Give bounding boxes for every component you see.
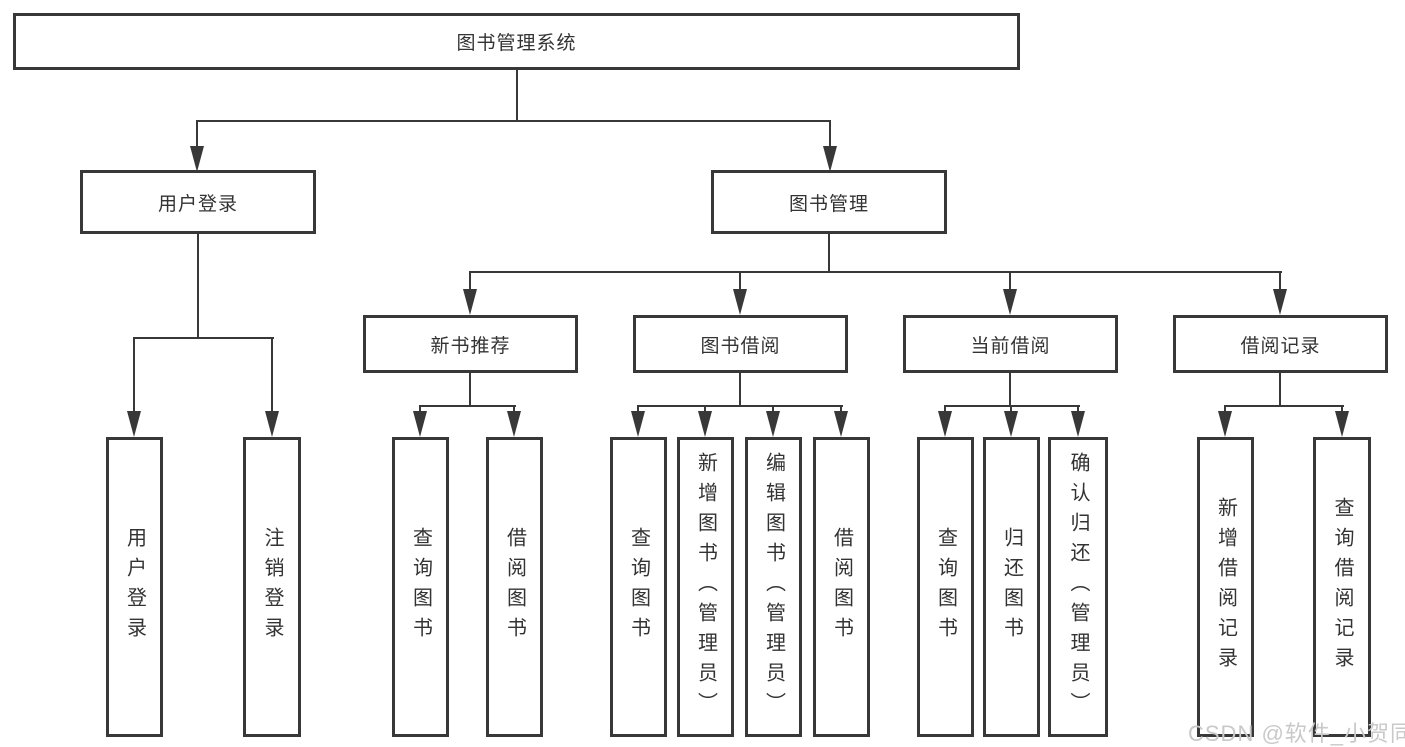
node-root: 图书管理系统 (13, 13, 1020, 70)
arrow-down-icon (698, 411, 712, 437)
connector-line (197, 234, 199, 339)
connector-line (469, 271, 471, 291)
leaf-bb-add-book-label: 新增图书（管理员） (694, 452, 717, 722)
connector-line (133, 337, 135, 413)
leaf-nr-query-book: 查询图书 (392, 437, 449, 737)
connector-line (739, 373, 741, 407)
leaf-cb-return-book-label: 归还图书 (1000, 527, 1023, 647)
connector-line (196, 120, 831, 122)
leaf-user-login-label: 用户登录 (123, 527, 146, 647)
node-user-login: 用户登录 (80, 170, 316, 234)
connector-line (840, 405, 842, 413)
connector-line (1010, 405, 1012, 413)
connector-line (637, 405, 639, 413)
arrow-down-icon (413, 411, 427, 437)
connector-line (1224, 405, 1344, 407)
arrow-down-icon (834, 411, 848, 437)
connector-line (944, 405, 946, 413)
leaf-nr-query-book-label: 查询图书 (409, 527, 432, 647)
connector-line (196, 120, 198, 148)
leaf-logout: 注销登录 (243, 437, 301, 737)
connector-line (772, 405, 774, 413)
connector-line (1279, 373, 1281, 407)
leaf-br-add-record-label: 新增借阅记录 (1214, 497, 1237, 677)
arrow-down-icon (631, 411, 645, 437)
leaf-bb-borrow-book: 借阅图书 (813, 437, 870, 737)
arrow-down-icon (463, 289, 477, 315)
node-book-management-label: 图书管理 (788, 193, 869, 215)
connector-line (1341, 405, 1343, 413)
connector-line (271, 337, 273, 413)
arrow-down-icon (1004, 411, 1018, 437)
connector-line (829, 120, 831, 148)
node-book-borrow-label: 图书借阅 (700, 335, 781, 357)
leaf-bb-edit-book: 编辑图书（管理员） (745, 437, 802, 737)
leaf-logout-label: 注销登录 (261, 527, 283, 647)
leaf-cb-return-book: 归还图书 (983, 437, 1040, 737)
leaf-bb-query-book: 查询图书 (610, 437, 667, 737)
connector-line (1279, 271, 1281, 291)
leaf-cb-query-book: 查询图书 (917, 437, 974, 737)
connector-line (419, 405, 516, 407)
arrow-down-icon (265, 411, 279, 437)
connector-line (513, 405, 515, 413)
connector-line (944, 405, 1080, 407)
node-root-label: 图书管理系统 (456, 33, 577, 54)
connector-line (1224, 405, 1226, 413)
node-borrow-records-label: 借阅记录 (1240, 335, 1321, 357)
arrow-down-icon (1273, 289, 1287, 315)
connector-line (1077, 405, 1079, 413)
connector-line (637, 405, 843, 407)
connector-line (704, 405, 706, 413)
connector-line (469, 373, 471, 407)
arrow-down-icon (1071, 411, 1085, 437)
connector-line (828, 234, 830, 273)
leaf-cb-query-book-label: 查询图书 (934, 527, 957, 647)
arrow-down-icon (823, 146, 837, 172)
arrow-down-icon (938, 411, 952, 437)
connector-line (1009, 271, 1011, 291)
node-new-book-recommend-label: 新书推荐 (430, 335, 511, 357)
node-book-management: 图书管理 (711, 170, 947, 234)
leaf-cb-confirm-return: 确认归还（管理员） (1048, 437, 1108, 737)
arrow-down-icon (766, 411, 780, 437)
node-current-borrow-label: 当前借阅 (970, 335, 1051, 357)
leaf-br-query-record-label: 查询借阅记录 (1331, 497, 1353, 677)
leaf-bb-query-book-label: 查询图书 (627, 527, 650, 647)
arrow-down-icon (127, 411, 141, 437)
csdn-watermark: CSDN @软件_小贺同学 (1188, 721, 1405, 746)
node-current-borrow: 当前借阅 (903, 315, 1118, 373)
arrow-down-icon (1335, 411, 1349, 437)
leaf-user-login: 用户登录 (106, 437, 163, 737)
node-new-book-recommend: 新书推荐 (363, 315, 578, 373)
leaf-br-add-record: 新增借阅记录 (1197, 437, 1254, 737)
leaf-bb-edit-book-label: 编辑图书（管理员） (762, 452, 785, 722)
connector-line (1009, 373, 1011, 407)
arrow-down-icon (1003, 289, 1017, 315)
connector-line (516, 70, 518, 122)
leaf-nr-borrow-book-label: 借阅图书 (503, 527, 526, 647)
leaf-cb-confirm-return-label: 确认归还（管理员） (1067, 452, 1089, 722)
node-user-login-label: 用户登录 (157, 193, 238, 215)
node-borrow-records: 借阅记录 (1173, 315, 1388, 373)
connector-line (133, 337, 274, 339)
connector-line (739, 271, 741, 291)
arrow-down-icon (733, 289, 747, 315)
connector-line (469, 271, 1282, 273)
arrow-down-icon (190, 146, 204, 172)
leaf-br-query-record: 查询借阅记录 (1313, 437, 1371, 737)
leaf-bb-borrow-book-label: 借阅图书 (830, 527, 853, 647)
node-book-borrow: 图书借阅 (633, 315, 848, 373)
arrow-down-icon (1218, 411, 1232, 437)
leaf-nr-borrow-book: 借阅图书 (486, 437, 543, 737)
connector-line (419, 405, 421, 413)
leaf-bb-add-book: 新增图书（管理员） (677, 437, 734, 737)
arrow-down-icon (507, 411, 521, 437)
